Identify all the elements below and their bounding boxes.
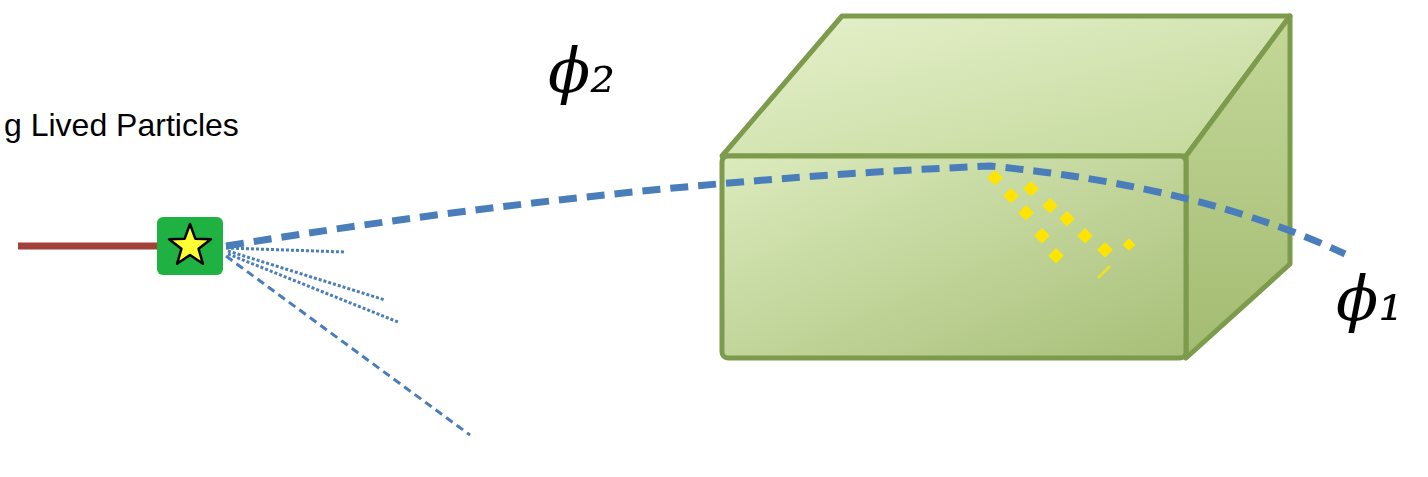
particle-label: ϕ₁ [1336, 268, 1403, 330]
beam-line [18, 243, 165, 250]
detector-box [722, 16, 1290, 358]
decay-tracks [226, 248, 470, 435]
vertex-symbol [157, 217, 223, 275]
llp-track [226, 166, 1345, 254]
caption-label: g Lived Particles [4, 109, 239, 141]
energy-deposits [987, 170, 1135, 278]
particle-label: ϕ₂ [548, 40, 615, 102]
